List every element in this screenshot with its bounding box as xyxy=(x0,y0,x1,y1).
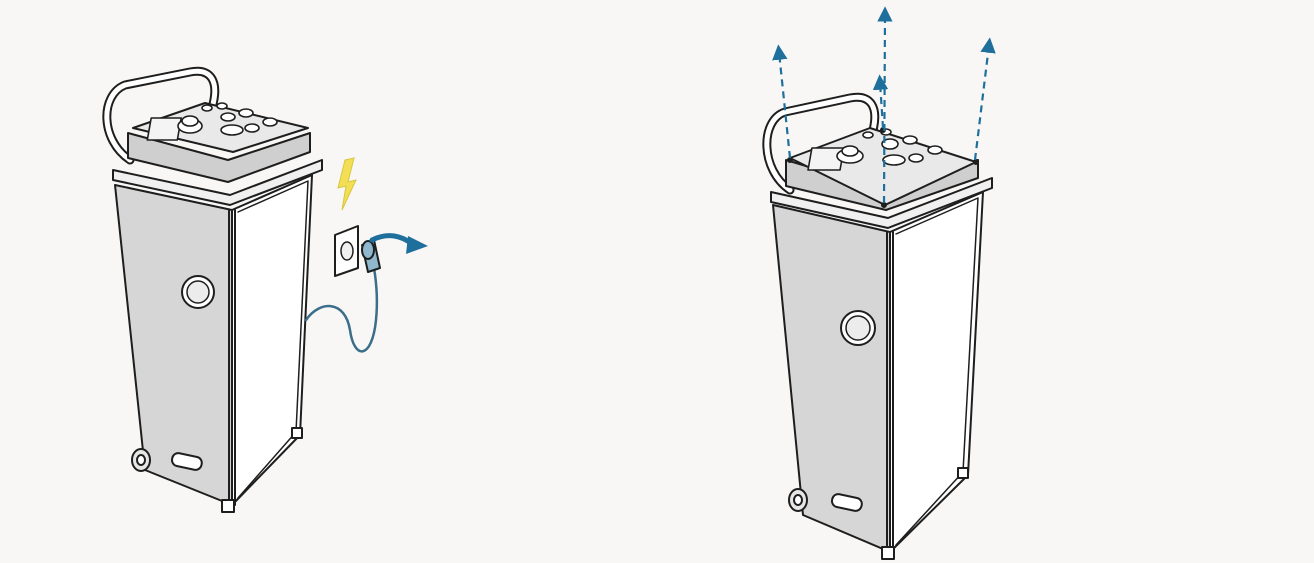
panel-remove-top xyxy=(767,97,992,559)
cart-wheel xyxy=(789,489,807,511)
power-plug xyxy=(362,240,380,272)
power-cable xyxy=(306,268,377,351)
panel-unplug xyxy=(107,71,380,512)
cart-wheel xyxy=(132,449,150,471)
power-hazard-icon xyxy=(338,158,356,210)
pull-out-arrow-icon xyxy=(372,236,428,254)
wall-socket xyxy=(335,226,358,276)
